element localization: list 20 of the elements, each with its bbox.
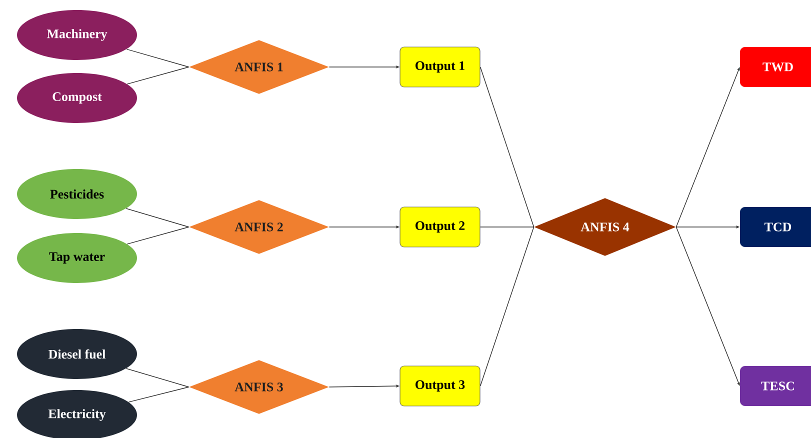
oval-node: Diesel fuel xyxy=(17,329,137,379)
oval-node: Tap water xyxy=(17,233,137,283)
output-box: Output 3 xyxy=(400,366,480,406)
output-box: Output 2 xyxy=(400,206,480,248)
result-box: TCD xyxy=(740,207,811,247)
connector xyxy=(126,208,190,228)
result-box: TWD xyxy=(740,47,811,87)
connector xyxy=(480,226,534,228)
oval-node: Pesticides xyxy=(17,169,137,219)
connector xyxy=(480,226,534,386)
connector xyxy=(126,368,190,388)
oval-node: Compost xyxy=(17,73,137,123)
oval-node: Machinery xyxy=(17,10,137,60)
result-box: TESC xyxy=(740,366,811,406)
connector xyxy=(128,386,190,402)
connector xyxy=(480,66,534,228)
connector xyxy=(126,48,190,68)
connector xyxy=(126,66,190,84)
connector xyxy=(126,226,190,244)
output-box: Output 1 xyxy=(400,46,480,88)
